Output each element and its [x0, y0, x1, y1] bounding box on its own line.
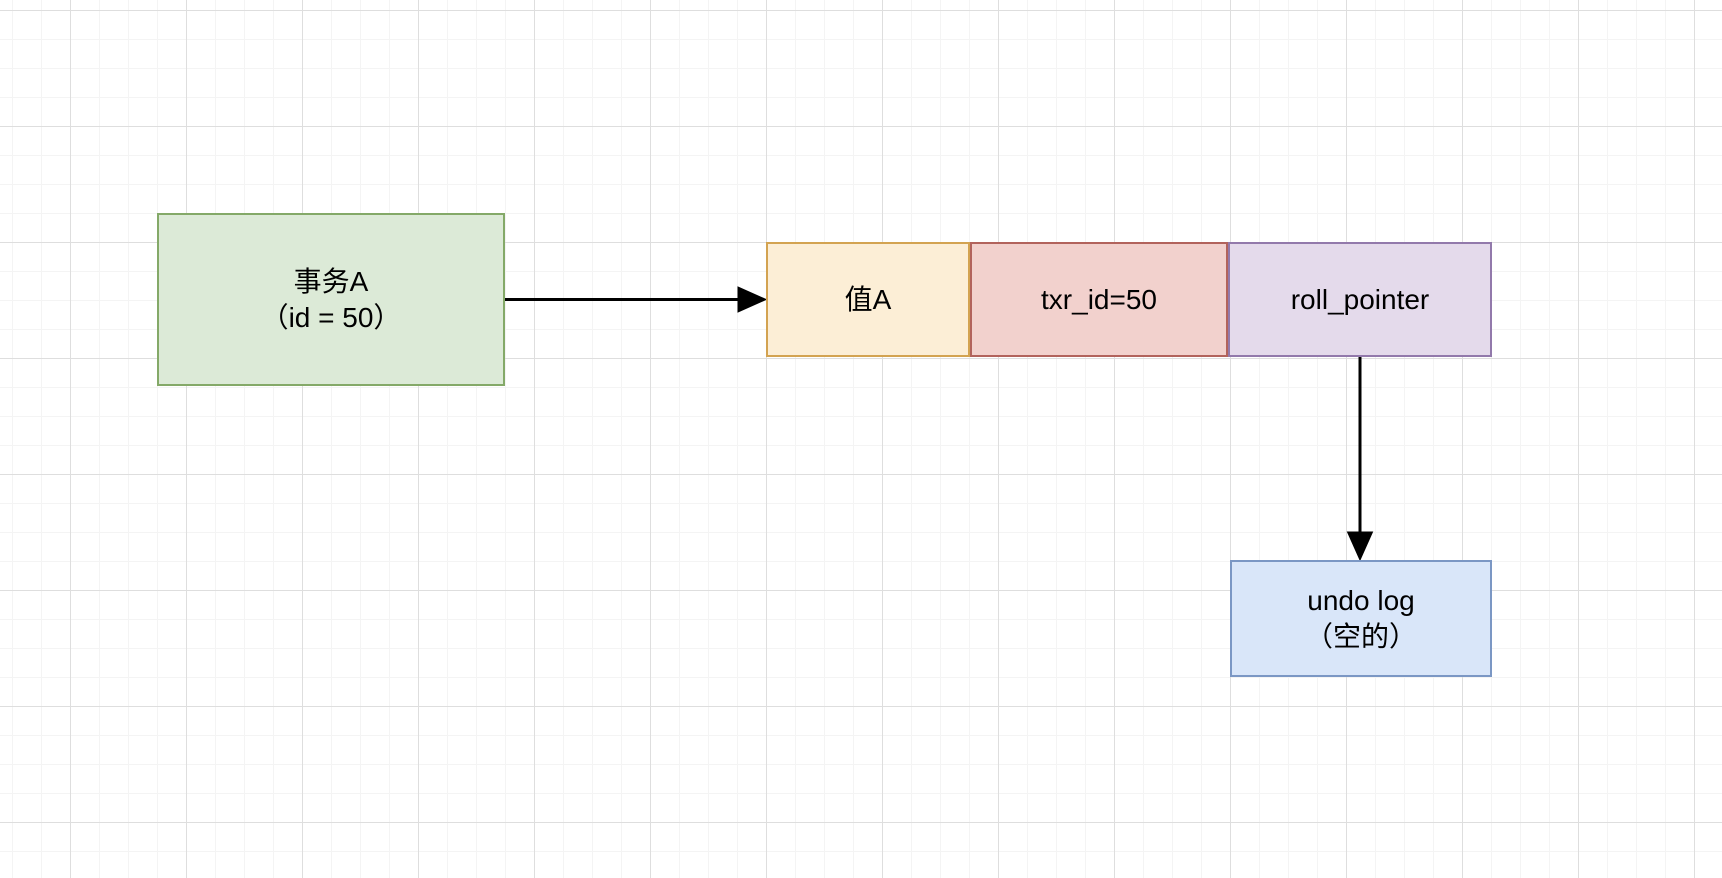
node-undo-log-label: undo log: [1307, 584, 1415, 616]
node-transaction-a-label: 事务A: [293, 265, 369, 297]
node-undo-log-sublabel: （空的）: [1304, 620, 1417, 652]
node-txr-id-label: txr_id=50: [1041, 283, 1157, 315]
edge-roll-pointer-to-undo-log[interactable]: [1346, 357, 1374, 562]
node-transaction-a-sublabel: （id = 50）: [260, 301, 402, 333]
node-roll-pointer-label: roll_pointer: [1290, 283, 1430, 315]
node-value-a[interactable]: 值A: [766, 242, 970, 357]
node-transaction-a[interactable]: 事务A （id = 50）: [157, 213, 505, 386]
node-txr-id[interactable]: txr_id=50: [970, 242, 1228, 357]
edge-arrowhead-icon: [737, 286, 768, 313]
node-value-a-label: 值A: [844, 283, 892, 315]
edge-arrowhead-icon: [1346, 531, 1374, 562]
node-undo-log[interactable]: undo log （空的）: [1230, 560, 1492, 677]
edge-transaction-a-to-value-a[interactable]: [505, 286, 768, 313]
node-roll-pointer[interactable]: roll_pointer: [1228, 242, 1492, 357]
